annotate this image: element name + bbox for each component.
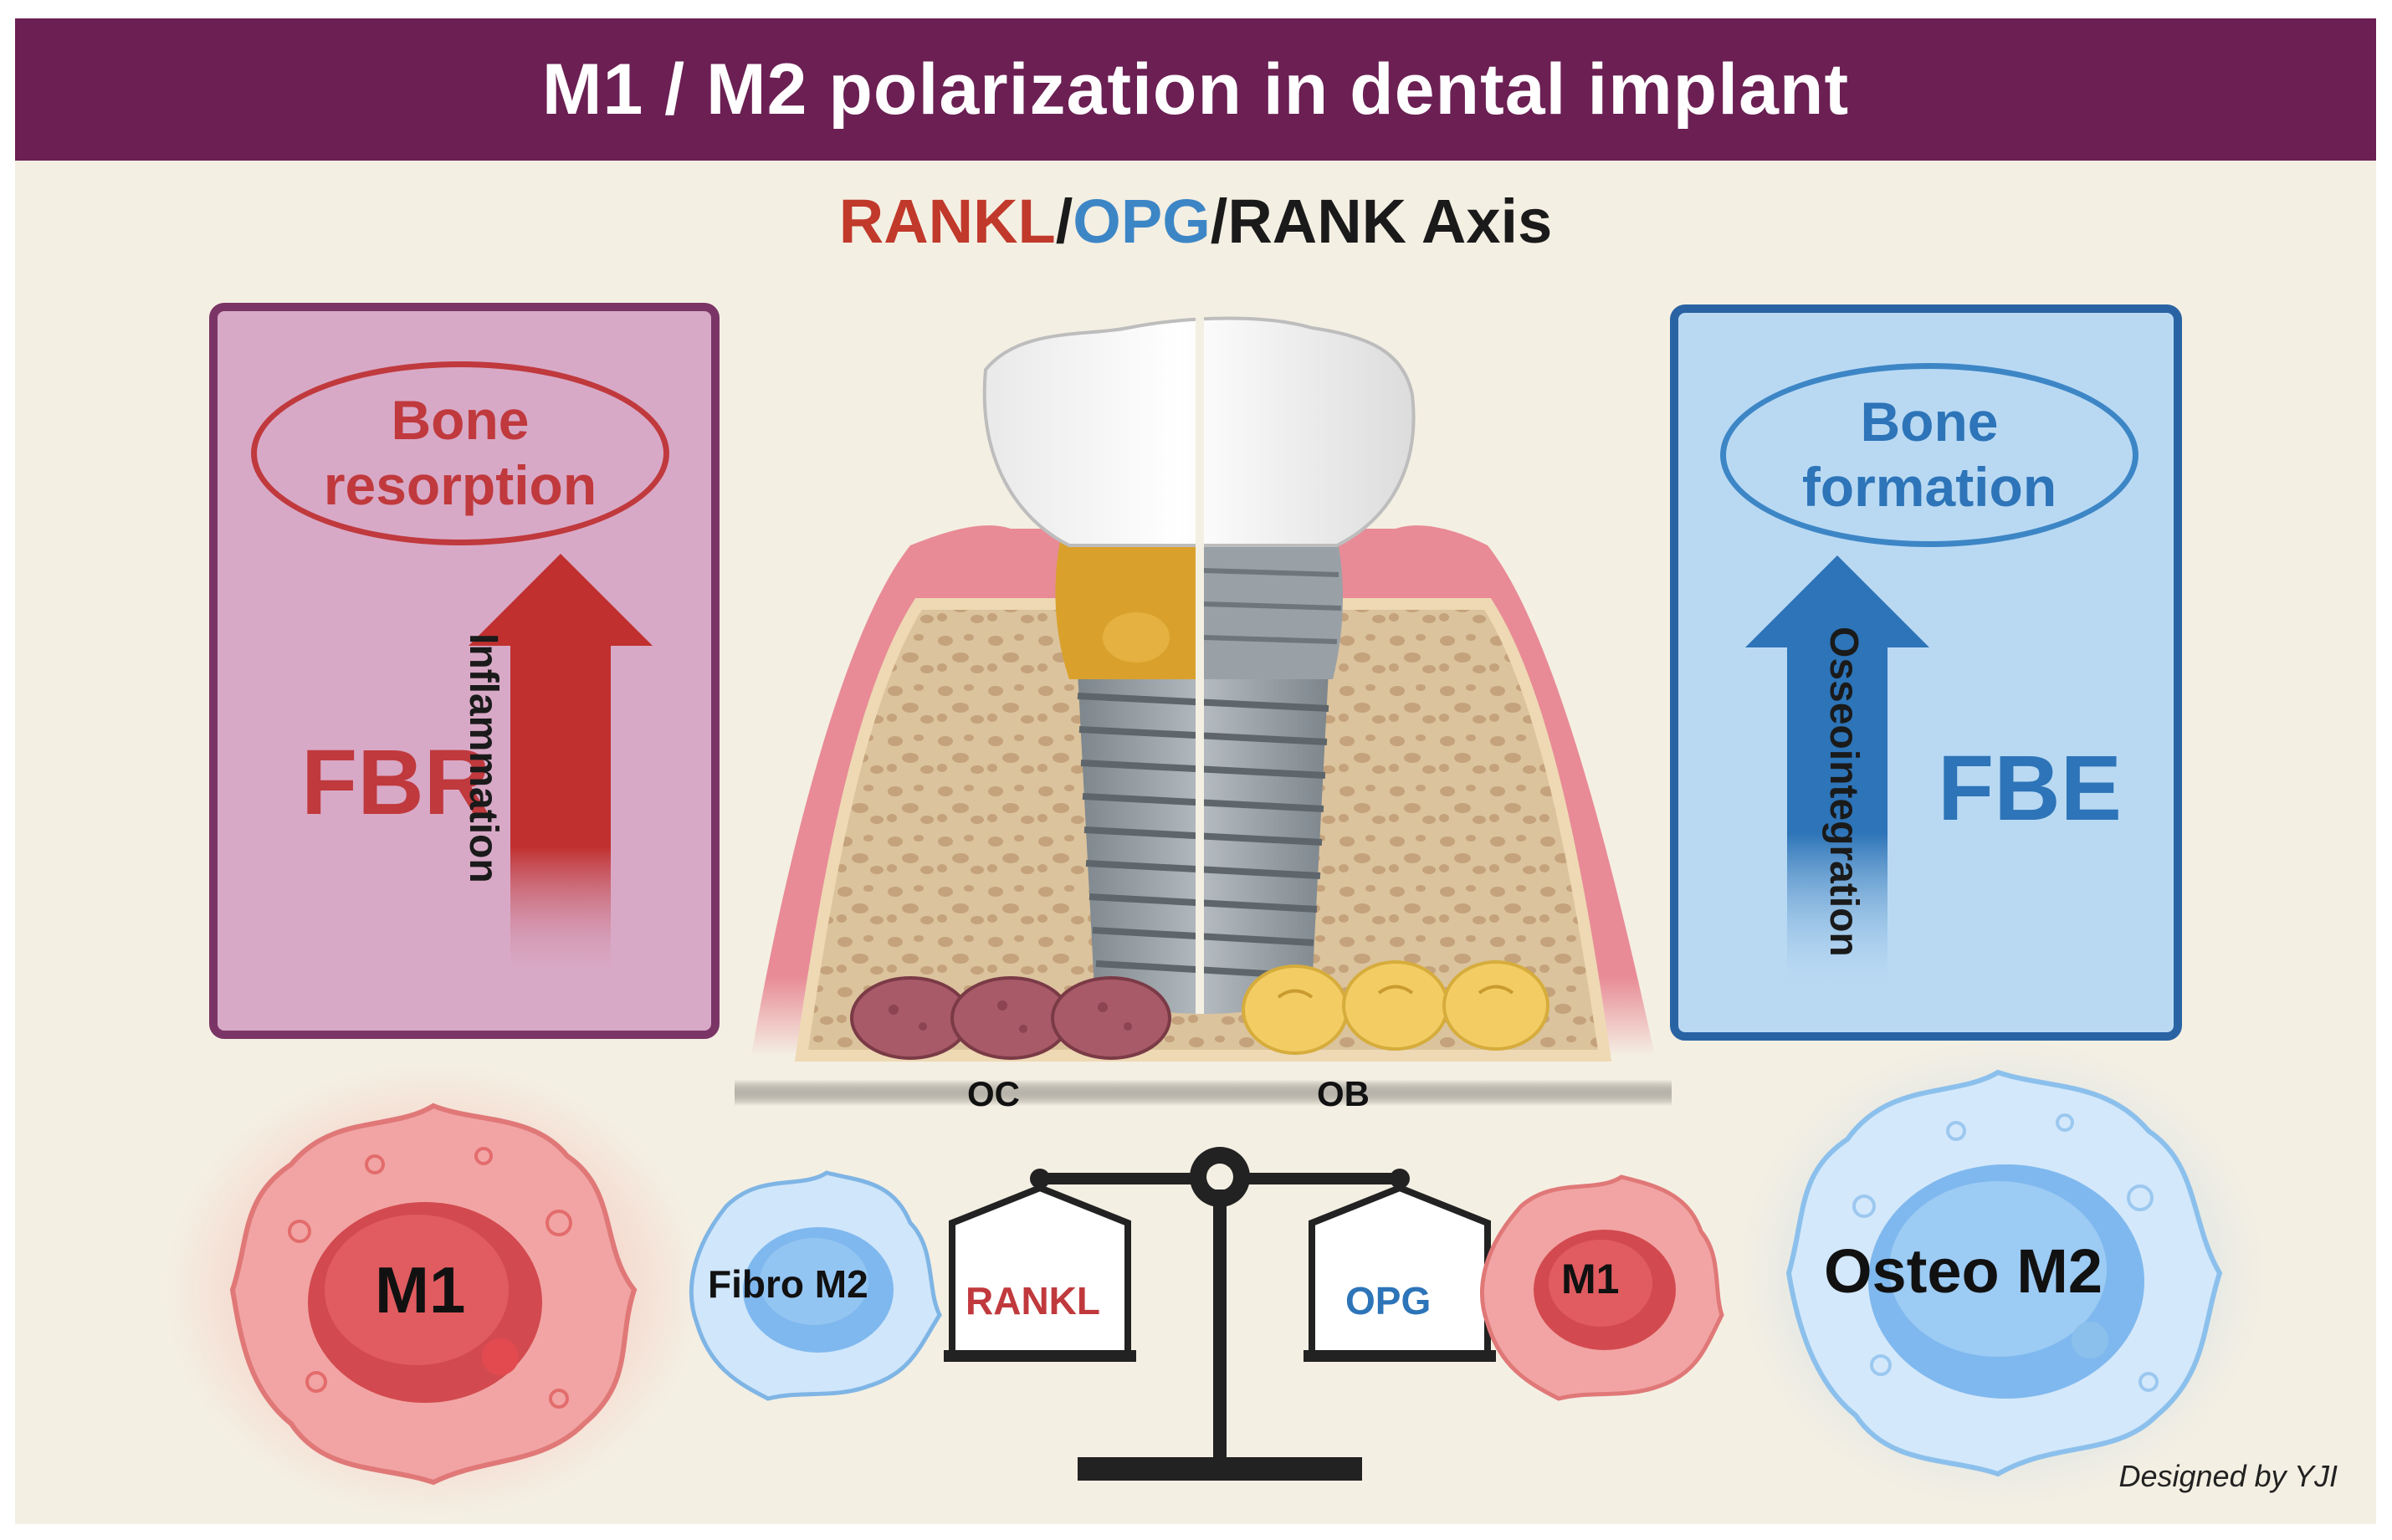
opg-weight-label: OPG (1345, 1279, 1432, 1323)
implant-illustration (735, 278, 1672, 1106)
m1-small-label: M1 (1561, 1256, 1620, 1302)
bone-resorption-panel: Bone resorption FBR Inflammation (209, 303, 720, 1039)
fbr-label: FBR (301, 731, 491, 834)
osseointegration-arrow-icon (1745, 555, 1929, 982)
figure-title: M1 / M2 polarization in dental implant (541, 49, 1850, 130)
fbe-label: FBE (1938, 737, 2122, 840)
subtitle-rank-axis: RANK Axis (1227, 187, 1553, 256)
bone-resorption-oval: Bone resorption (251, 361, 669, 545)
figure-frame: M1 / M2 polarization in dental implant R… (15, 18, 2376, 1524)
fibro-m2-macrophage-icon (689, 1170, 942, 1401)
oc-label: OC (967, 1074, 1020, 1113)
osseointegration-label: Osseointegration (1821, 627, 1866, 957)
inflammation-label: Inflammation (461, 633, 505, 883)
osteo-m2-macrophage-icon (1739, 1039, 2266, 1507)
subtitle-separator: / (1055, 187, 1073, 256)
ob-label: OB (1317, 1074, 1370, 1113)
m1-macrophage-small-icon (1480, 1174, 1724, 1401)
subtitle-rankl: RANKL (838, 187, 1056, 256)
m1-large-label: M1 (375, 1253, 466, 1327)
subtitle-opg: OPG (1073, 187, 1211, 256)
axis-subtitle: RANKL/OPG/RANK Axis (15, 186, 2376, 257)
designer-credit: Designed by YJI (2118, 1459, 2338, 1493)
title-bar: M1 / M2 polarization in dental implant (15, 18, 2376, 161)
subtitle-separator: / (1210, 187, 1228, 256)
bone-formation-panel: Bone formation FBE Osseointegration (1670, 304, 2182, 1041)
fibro-m2-label: Fibro M2 (708, 1262, 868, 1306)
bone-formation-oval: Bone formation (1720, 363, 2138, 547)
osteo-m2-label: Osteo M2 (1824, 1236, 2103, 1306)
m1-macrophage-large-icon (166, 1064, 701, 1516)
balance-scale-icon (944, 1147, 1496, 1481)
rankl-weight-label: RANKL (966, 1279, 1100, 1323)
inflammation-arrow-icon (469, 554, 653, 972)
